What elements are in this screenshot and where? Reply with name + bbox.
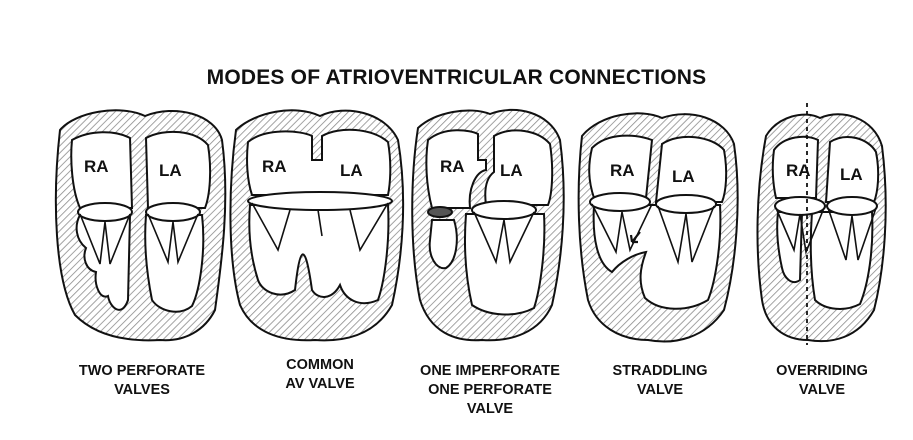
label-ra: RA xyxy=(786,161,811,180)
mitral-valve-ring xyxy=(145,202,201,222)
left-ventricle-cavity xyxy=(809,211,874,310)
diagram-title: MODES OF ATRIOVENTRICULAR CONNECTIONS xyxy=(206,66,707,89)
common-valve-leaflets xyxy=(251,202,389,253)
heart-two-perforate-valves: RA LA xyxy=(54,109,227,342)
label-ra: RA xyxy=(262,157,287,176)
mitral-valve-ring xyxy=(471,200,537,220)
caption-common-av-valve: COMMON AV VALVE xyxy=(285,357,355,392)
left-atrium-cavity xyxy=(824,136,880,203)
right-atrium-cavity xyxy=(425,129,487,209)
tricuspid-valve-ring xyxy=(774,196,826,216)
left-atrium-cavity xyxy=(484,129,554,206)
overriding-leaflets xyxy=(775,207,877,261)
mitral-leaflets xyxy=(147,213,199,266)
common-valve-ring xyxy=(247,191,393,211)
heart-imperforate-valve: RA LA xyxy=(411,108,565,342)
heart-straddling-valve: RA LA xyxy=(577,112,739,343)
label-ra: RA xyxy=(84,157,109,176)
right-ventricle-cavity xyxy=(776,211,804,284)
mitral-leaflets xyxy=(473,211,535,265)
label-la: LA xyxy=(159,161,182,180)
caption-overriding-valve: OVERRIDING VALVE xyxy=(776,363,868,398)
label-la: LA xyxy=(840,165,863,184)
mitral-valve-ring xyxy=(655,194,717,214)
right-atrium-cavity xyxy=(588,134,654,199)
left-atrium-cavity xyxy=(144,130,212,209)
atrial-cavity xyxy=(246,128,392,196)
label-la: LA xyxy=(340,161,363,180)
imperforate-valve xyxy=(427,206,453,218)
heart-common-av-valve: RA LA xyxy=(229,109,405,342)
tricuspid-valve-ring xyxy=(589,192,651,212)
left-ventricle-cavity xyxy=(463,213,546,316)
label-la: LA xyxy=(672,167,695,186)
heart-overriding-valve: RA LA xyxy=(756,103,887,345)
caption-straddling-valve: STRADDLING VALVE xyxy=(612,363,708,398)
tricuspid-valve-ring xyxy=(77,202,133,222)
caption-imperforate-valve: ONE IMPERFORATE ONE PERFORATE VALVE xyxy=(420,363,560,417)
label-la: LA xyxy=(500,161,523,180)
mitral-valve-ring xyxy=(826,196,878,216)
label-ra: RA xyxy=(610,161,635,180)
straddling-arrow xyxy=(629,231,641,244)
left-ventricle-cavity xyxy=(144,214,205,313)
tricuspid-leaflets xyxy=(79,213,131,265)
label-ra: RA xyxy=(440,157,465,176)
hypoplastic-right-ventricle xyxy=(428,219,458,270)
left-atrium-cavity xyxy=(654,135,728,203)
caption-two-perforate-valves: TWO PERFORATE VALVES xyxy=(78,363,206,398)
